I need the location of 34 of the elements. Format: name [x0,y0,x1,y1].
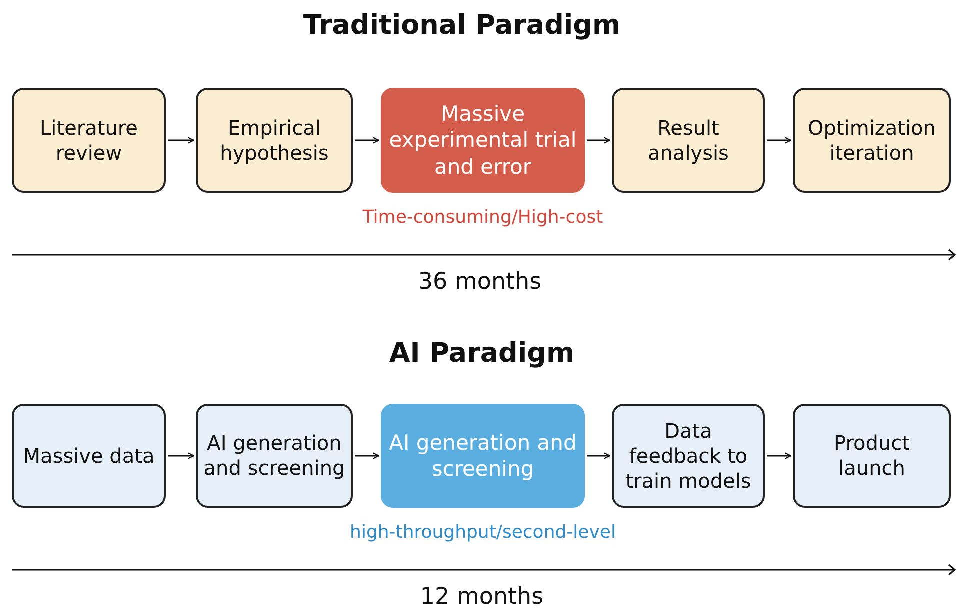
box-label: AI generation and screening [388,430,578,482]
arrow [587,452,611,460]
process-box [793,404,951,508]
process-box [612,88,765,193]
box-label: Massive data [23,444,155,468]
note-text: high-throughput/second-level [350,522,616,543]
box-label: AI generation and screening [202,431,346,481]
process-box [12,88,166,193]
arrow [767,137,792,144]
arrow [168,137,195,144]
section-heading: AI Paradigm [389,338,575,369]
box-label: Result analysis [647,116,730,166]
process-box [196,404,353,508]
box-label: Data feedback to train models [624,418,752,494]
arrow [355,452,380,460]
arrow [767,452,792,460]
section-heading: Traditional Paradigm [303,10,621,41]
process-box [381,404,585,508]
process-box [612,404,765,508]
arrow [587,137,611,144]
duration-label: 36 months [418,269,542,295]
arrow [355,137,380,144]
process-box [381,88,585,193]
arrow [168,452,195,460]
note-text: Time-consuming/High-cost [362,207,604,228]
box-label: Literature review [39,116,139,166]
process-box [12,404,166,508]
process-box [196,88,353,193]
box-label: Product launch [833,431,911,481]
process-box [793,88,951,193]
duration-label: 12 months [420,584,544,610]
box-label: Optimization iteration [807,116,937,166]
box-label: Massive experimental trial and error [388,101,578,180]
box-label: Empirical hypothesis [219,116,330,166]
